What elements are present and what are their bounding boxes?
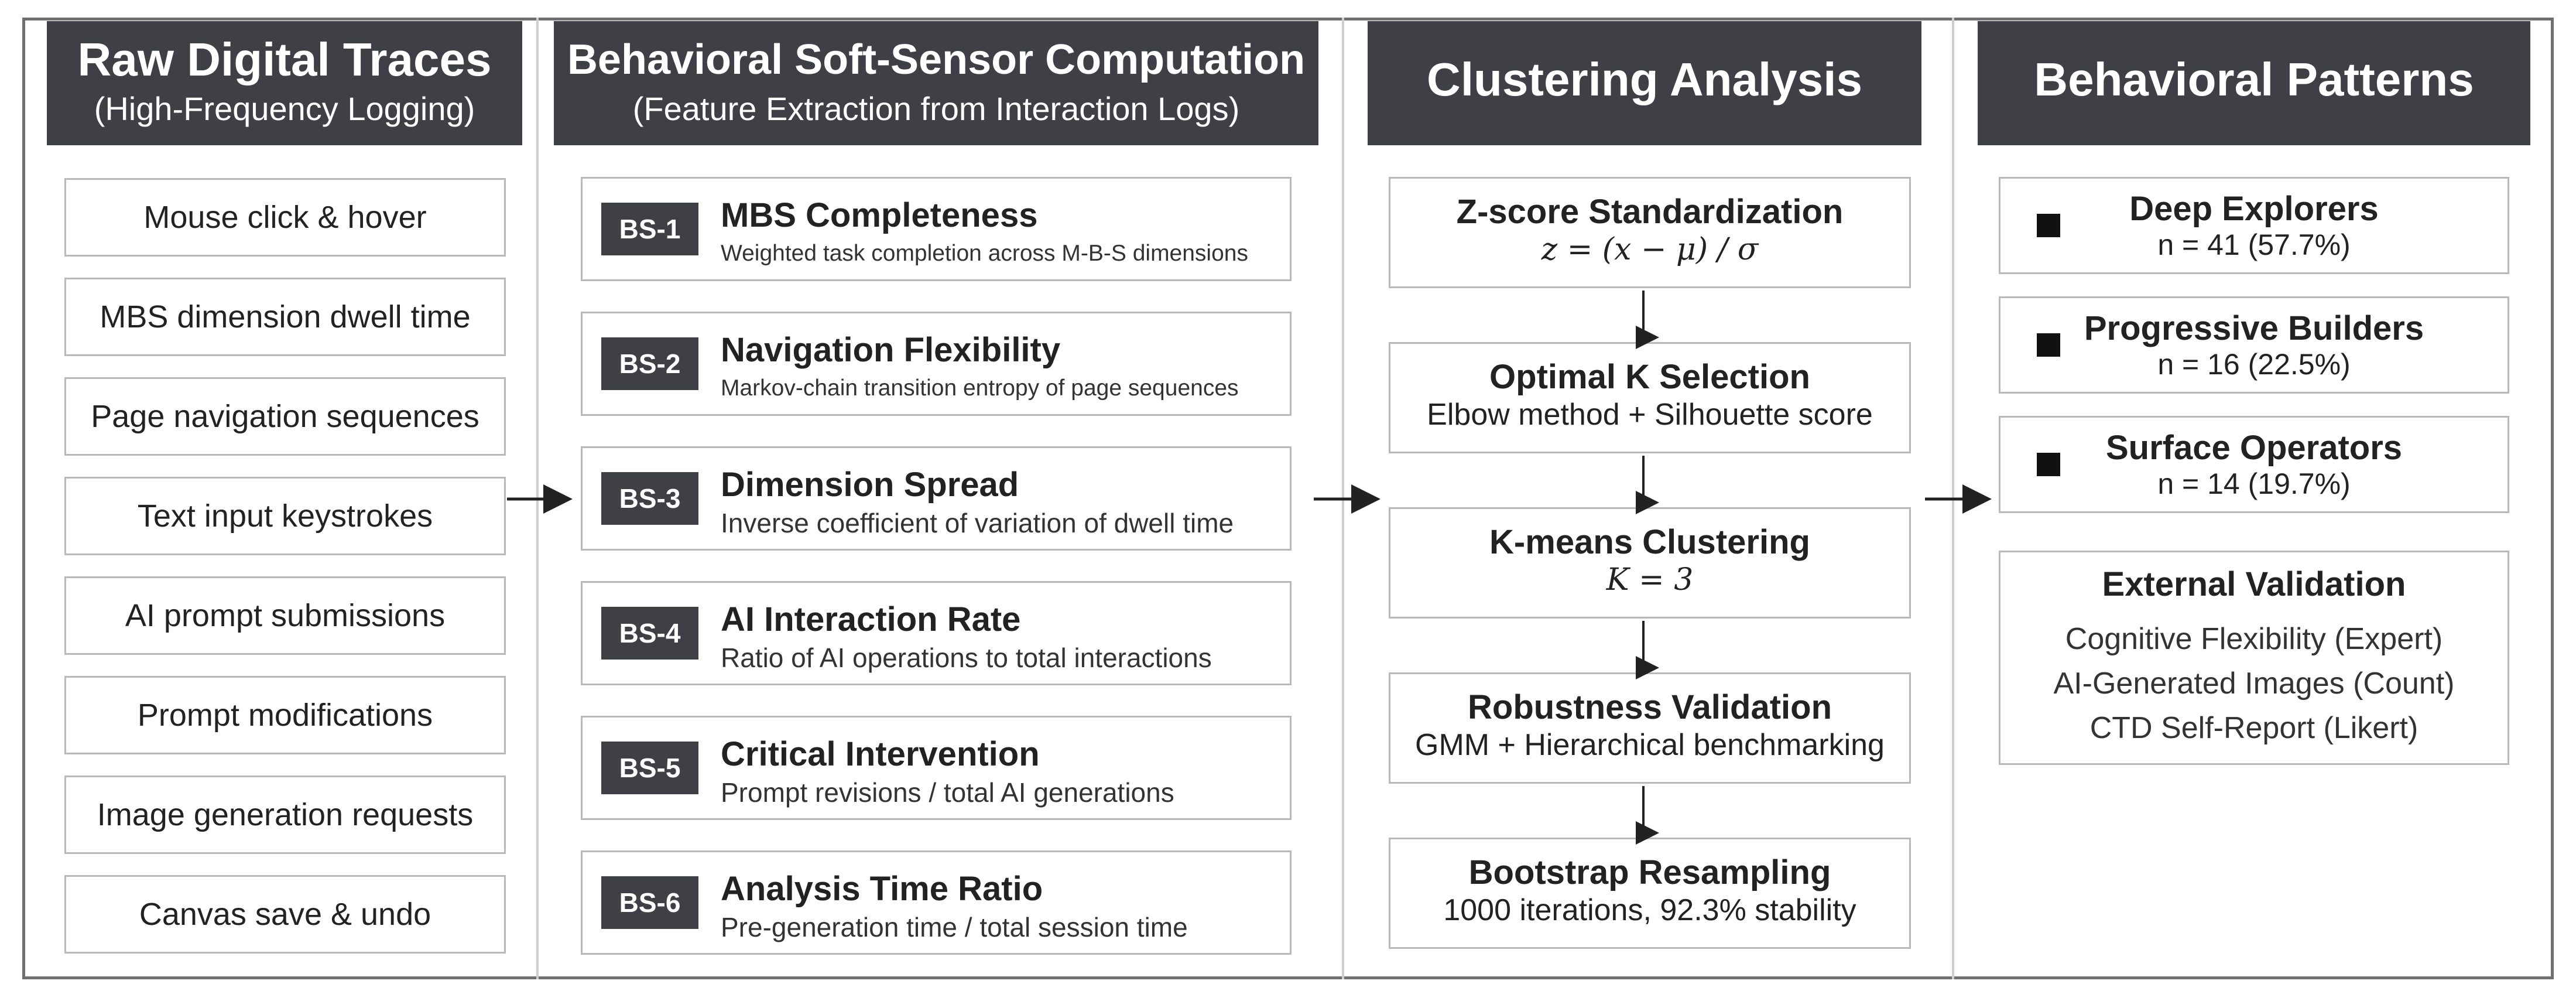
square-bullet-icon — [2037, 333, 2060, 357]
soft-sensor-description: Ratio of AI operations to total interact… — [721, 643, 1212, 673]
soft-sensor-id-badge: BS-3 — [601, 472, 698, 525]
clustering-header: Clustering Analysis — [1368, 21, 1921, 145]
patterns-title: Behavioral Patterns — [2034, 53, 2474, 105]
step-connector-arrow — [1636, 456, 1659, 514]
trace-item: Mouse click & hover — [64, 178, 506, 257]
clustering-step: K-means Clustering K = 3 — [1389, 507, 1911, 619]
trace-item: Text input keystrokes — [64, 477, 506, 555]
clustering-step-title: Optimal K Selection — [1489, 358, 1810, 396]
step-connector-arrow — [1636, 291, 1659, 349]
soft-sensor-card: BS-1 MBS Completeness Weighted task comp… — [581, 177, 1292, 281]
clustering-step-title: Z-score Standardization — [1456, 193, 1844, 231]
step-connector-arrow — [1636, 621, 1659, 679]
trace-item: Canvas save & undo — [64, 875, 506, 954]
clustering-step-title: K-means Clustering — [1489, 523, 1810, 561]
clustering-step-title: Bootstrap Resampling — [1468, 853, 1831, 891]
external-validation-card: External Validation Cognitive Flexibilit… — [1999, 551, 2509, 765]
pattern-card: Surface Operators n = 14 (19.7%) — [1999, 416, 2509, 513]
patterns-header: Behavioral Patterns — [1978, 21, 2530, 145]
clustering-step: Optimal K Selection Elbow method + Silho… — [1389, 342, 1911, 453]
trace-item-label: MBS dimension dwell time — [100, 299, 471, 334]
soft-sensor-subtitle: (Feature Extraction from Interaction Log… — [632, 90, 1240, 127]
pattern-name: Progressive Builders — [2084, 309, 2424, 347]
square-bullet-icon — [2037, 453, 2060, 476]
clustering-step-description: GMM + Hierarchical benchmarking — [1415, 728, 1885, 762]
soft-sensor-title: Analysis Time Ratio — [721, 870, 1043, 908]
soft-sensor-header: Behavioral Soft-Sensor Computation (Feat… — [554, 21, 1318, 145]
clustering-step: Bootstrap Resampling 1000 iterations, 92… — [1389, 838, 1911, 949]
step-connector-arrow — [1636, 786, 1659, 845]
validation-measure: CTD Self-Report (Likert) — [2089, 711, 2419, 745]
soft-sensor-card: BS-4 AI Interaction Rate Ratio of AI ope… — [581, 581, 1292, 685]
trace-item-label: Prompt modifications — [137, 698, 433, 733]
trace-item-label: AI prompt submissions — [125, 598, 446, 633]
soft-sensor-description: Inverse coefficient of variation of dwel… — [721, 508, 1234, 538]
trace-item-label: Text input keystrokes — [137, 498, 433, 534]
pattern-name: Surface Operators — [2105, 429, 2403, 467]
soft-sensor-card: BS-5 Critical Intervention Prompt revisi… — [581, 716, 1292, 820]
pattern-card: Progressive Builders n = 16 (22.5%) — [1999, 296, 2509, 394]
trace-item: Image generation requests — [64, 775, 506, 854]
trace-item-label: Image generation requests — [97, 797, 474, 832]
clustering-step-description: Elbow method + Silhouette score — [1427, 398, 1873, 432]
clustering-step: Robustness Validation GMM + Hierarchical… — [1389, 672, 1911, 784]
trace-item: Prompt modifications — [64, 676, 506, 754]
pattern-name: Deep Explorers — [2129, 190, 2379, 228]
soft-sensor-title: Critical Intervention — [721, 735, 1040, 773]
soft-sensor-description: Markov-chain transition entropy of page … — [721, 375, 1239, 401]
raw-traces-header: Raw Digital Traces (High-Frequency Loggi… — [47, 21, 522, 145]
trace-item-label: Page navigation sequences — [91, 399, 479, 434]
raw-traces-title: Raw Digital Traces — [77, 33, 492, 86]
clustering-title: Clustering Analysis — [1427, 53, 1862, 105]
pattern-count: n = 41 (57.7%) — [2157, 228, 2351, 261]
external-validation-title: External Validation — [2102, 565, 2406, 603]
trace-item-label: Mouse click & hover — [143, 200, 427, 235]
soft-sensor-description: Prompt revisions / total AI generations — [721, 777, 1174, 808]
soft-sensor-title: Navigation Flexibility — [721, 331, 1061, 369]
clustering-step-title: Robustness Validation — [1468, 688, 1832, 726]
soft-sensor-card: BS-3 Dimension Spread Inverse coefficien… — [581, 446, 1292, 551]
soft-sensor-id-badge: BS-5 — [601, 742, 698, 794]
soft-sensor-id-badge: BS-6 — [601, 876, 698, 929]
clustering-step-formula: z = (x − μ) / σ — [1541, 232, 1759, 267]
soft-sensor-card: BS-6 Analysis Time Ratio Pre-generation … — [581, 850, 1292, 955]
clustering-step-formula: K = 3 — [1606, 562, 1694, 597]
soft-sensor-id-badge: BS-4 — [601, 607, 698, 660]
clustering-step: Z-score Standardization z = (x − μ) / σ — [1389, 177, 1911, 288]
soft-sensor-title: AI Interaction Rate — [721, 600, 1021, 638]
trace-item: MBS dimension dwell time — [64, 278, 506, 356]
trace-item-label: Canvas save & undo — [139, 897, 431, 932]
clustering-step-description: 1000 iterations, 92.3% stability — [1443, 893, 1856, 927]
validation-measure: Cognitive Flexibility (Expert) — [2065, 622, 2443, 656]
soft-sensor-description: Weighted task completion across M-B-S di… — [721, 241, 1248, 266]
soft-sensor-title: Dimension Spread — [721, 466, 1019, 504]
square-bullet-icon — [2037, 214, 2060, 237]
soft-sensor-card: BS-2 Navigation Flexibility Markov-chain… — [581, 312, 1292, 416]
raw-traces-subtitle: (High-Frequency Logging) — [94, 90, 475, 127]
soft-sensor-title: MBS Completeness — [721, 196, 1038, 234]
validation-measure: AI-Generated Images (Count) — [2053, 667, 2455, 701]
soft-sensor-id-badge: BS-1 — [601, 203, 698, 255]
soft-sensor-description: Pre-generation time / total session time — [721, 912, 1188, 942]
pattern-card: Deep Explorers n = 41 (57.7%) — [1999, 177, 2509, 274]
pattern-count: n = 14 (19.7%) — [2157, 467, 2351, 500]
trace-item: Page navigation sequences — [64, 377, 506, 456]
pattern-count: n = 16 (22.5%) — [2157, 348, 2351, 381]
trace-item: AI prompt submissions — [64, 576, 506, 655]
soft-sensor-title: Behavioral Soft-Sensor Computation — [567, 36, 1306, 83]
soft-sensor-id-badge: BS-2 — [601, 337, 698, 390]
